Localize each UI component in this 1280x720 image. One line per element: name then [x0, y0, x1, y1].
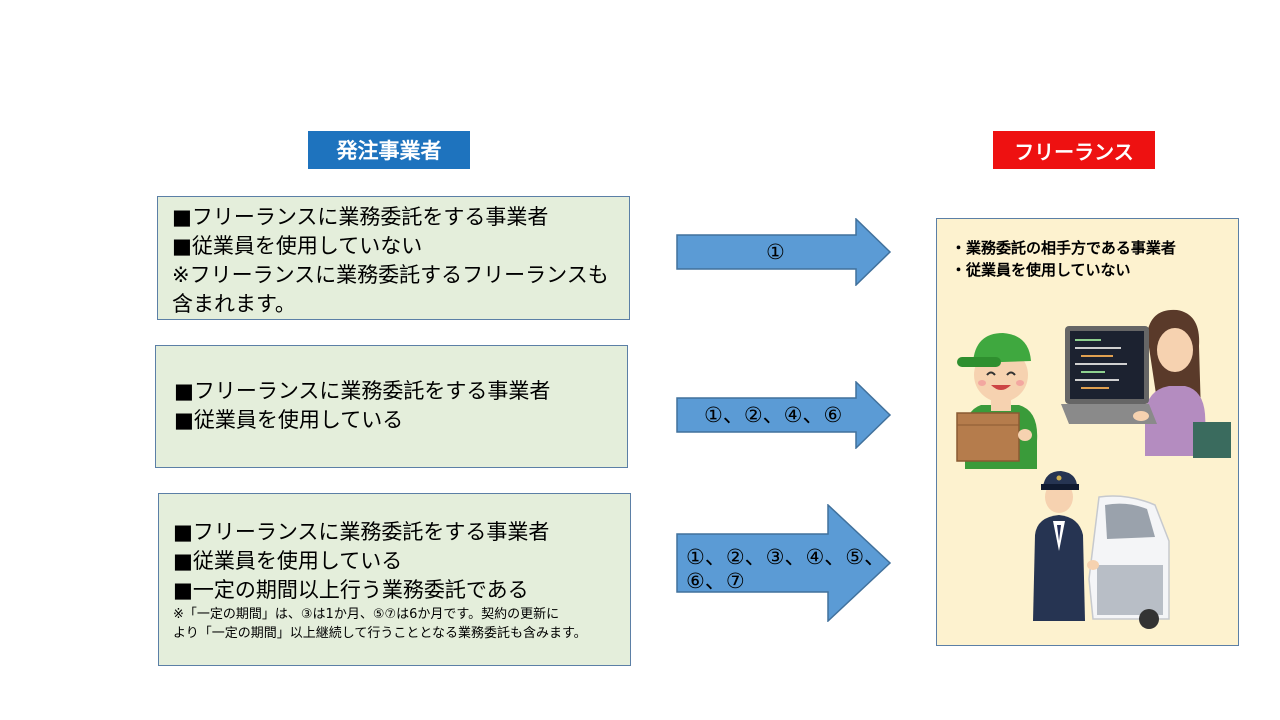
arrow-3: [676, 504, 892, 622]
condition-3-note-2: より「一定の期間」以上継続して行うこととなる業務委託も含みます。: [173, 626, 587, 641]
delivery-worker-illustration: [956, 333, 1038, 469]
arrow-3-label: ①、②、③、④、⑤、: [686, 545, 886, 569]
condition-box-3: ■フリーランスに業務委託をする事業者 ■従業員を使用している ■一定の期間以上行…: [158, 493, 631, 666]
freelance-header: フリーランス: [993, 131, 1155, 169]
freelance-panel: ・業務委託の相手方である事業者 ・従業員を使用していない: [936, 218, 1239, 646]
condition-1-line-3: ※フリーランスに業務委託するフリーランスも: [172, 263, 609, 287]
arrow-2-label: ①、②、④、⑥: [704, 403, 843, 427]
condition-3-line-3: ■一定の期間以上行う業務委託である: [173, 578, 529, 602]
arrow-3-label-2: ⑥、⑦: [686, 569, 745, 593]
arrow-1-label: ①: [766, 240, 785, 264]
arrow-2: [676, 381, 892, 449]
arrow-1: [676, 218, 892, 286]
condition-1-line-4: 含まれます。: [172, 292, 296, 316]
condition-1-line-1: ■フリーランスに業務委託をする事業者: [172, 205, 549, 229]
condition-2-line-2: ■従業員を使用している: [174, 408, 404, 432]
condition-3-line-2: ■従業員を使用している: [173, 549, 403, 573]
condition-3-line-1: ■フリーランスに業務委託をする事業者: [173, 520, 550, 544]
client-header: 発注事業者: [308, 131, 470, 169]
driver-illustration: [1033, 471, 1170, 629]
condition-3-note-1: ※「一定の期間」は、③は1か月、⑤⑦は6か月です。契約の更新に: [173, 607, 560, 622]
condition-2-line-1: ■フリーランスに業務委託をする事業者: [174, 379, 551, 403]
condition-1-line-2: ■従業員を使用していない: [172, 234, 423, 258]
freelance-line-2: ・従業員を使用していない: [951, 261, 1131, 279]
condition-box-1: ■フリーランスに業務委託をする事業者 ■従業員を使用していない ※フリーランスに…: [157, 196, 630, 320]
condition-box-2: ■フリーランスに業務委託をする事業者 ■従業員を使用している: [155, 345, 628, 468]
freelance-line-1: ・業務委託の相手方である事業者: [951, 239, 1176, 257]
laptop-worker-illustration: [1061, 309, 1231, 458]
